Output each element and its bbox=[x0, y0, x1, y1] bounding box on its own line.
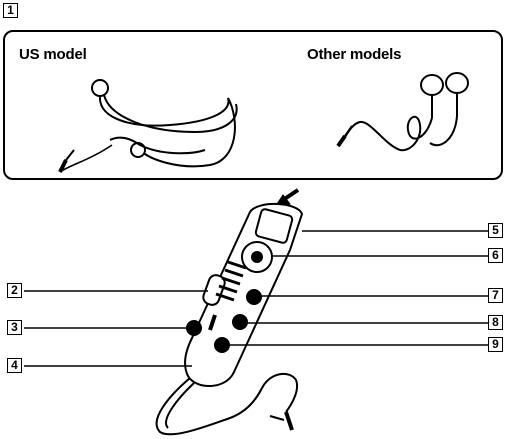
callout-9: 9 bbox=[488, 337, 503, 352]
other-model-earbuds bbox=[338, 73, 468, 150]
callout-3: 3 bbox=[7, 320, 22, 335]
us-model-headphones bbox=[60, 80, 237, 172]
callout-4: 4 bbox=[7, 358, 22, 373]
callout-5: 5 bbox=[488, 223, 503, 238]
remote-cord bbox=[157, 374, 297, 434]
us-model-label: US model bbox=[19, 46, 87, 63]
other-models-label: Other models bbox=[307, 46, 401, 63]
callout-8: 8 bbox=[488, 315, 503, 330]
callout-7: 7 bbox=[488, 288, 503, 303]
figure-number-box: 1 bbox=[3, 3, 18, 18]
remote-control bbox=[185, 204, 302, 386]
callout-2: 2 bbox=[7, 283, 22, 298]
callout-6: 6 bbox=[488, 248, 503, 263]
